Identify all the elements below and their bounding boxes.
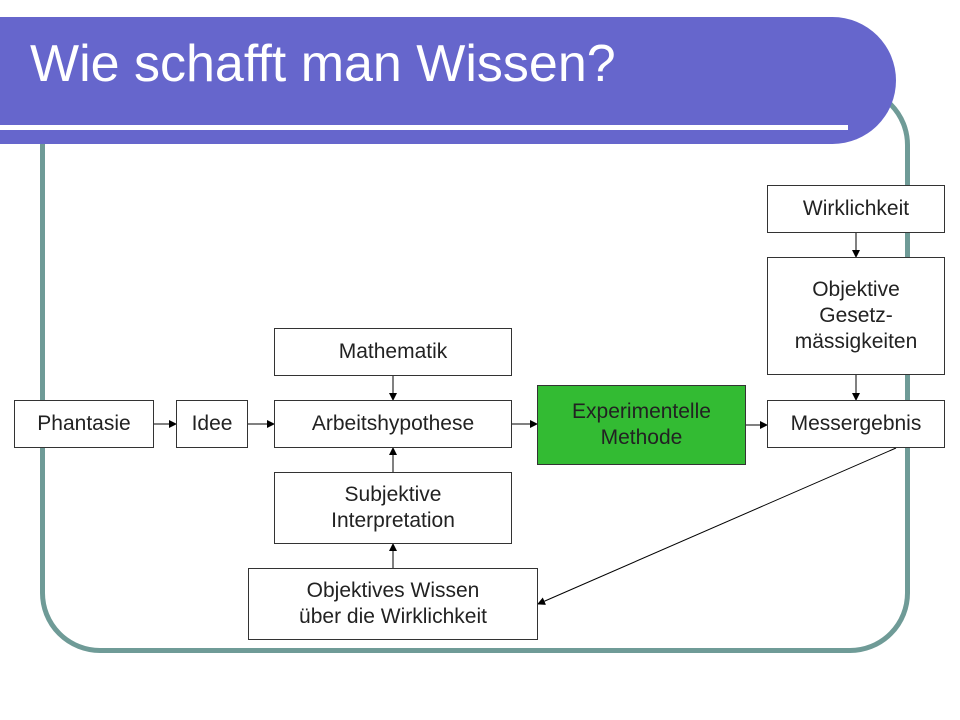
arrow-messergebnis-to-objektives-wissen xyxy=(537,447,897,605)
node-objektives-wissen: Objektives Wissen über die Wirklichkeit xyxy=(248,568,538,640)
node-wirklichkeit: Wirklichkeit xyxy=(767,185,945,233)
node-messergebnis: Messergebnis xyxy=(767,400,945,448)
node-subjektive-interpretation: Subjektive Interpretation xyxy=(274,472,512,544)
title-bar xyxy=(0,17,896,144)
node-mathematik: Mathematik xyxy=(274,328,512,376)
node-arbeitshypothese: Arbeitshypothese xyxy=(274,400,512,448)
title-underline xyxy=(0,125,848,130)
node-phantasie: Phantasie xyxy=(14,400,154,448)
slide-title: Wie schafft man Wissen? xyxy=(30,35,616,93)
node-experimentelle-methode: Experimentelle Methode xyxy=(537,385,746,465)
node-objektive-gesetzmaessigkeiten: Objektive Gesetz- mässigkeiten xyxy=(767,257,945,375)
node-idee: Idee xyxy=(176,400,248,448)
